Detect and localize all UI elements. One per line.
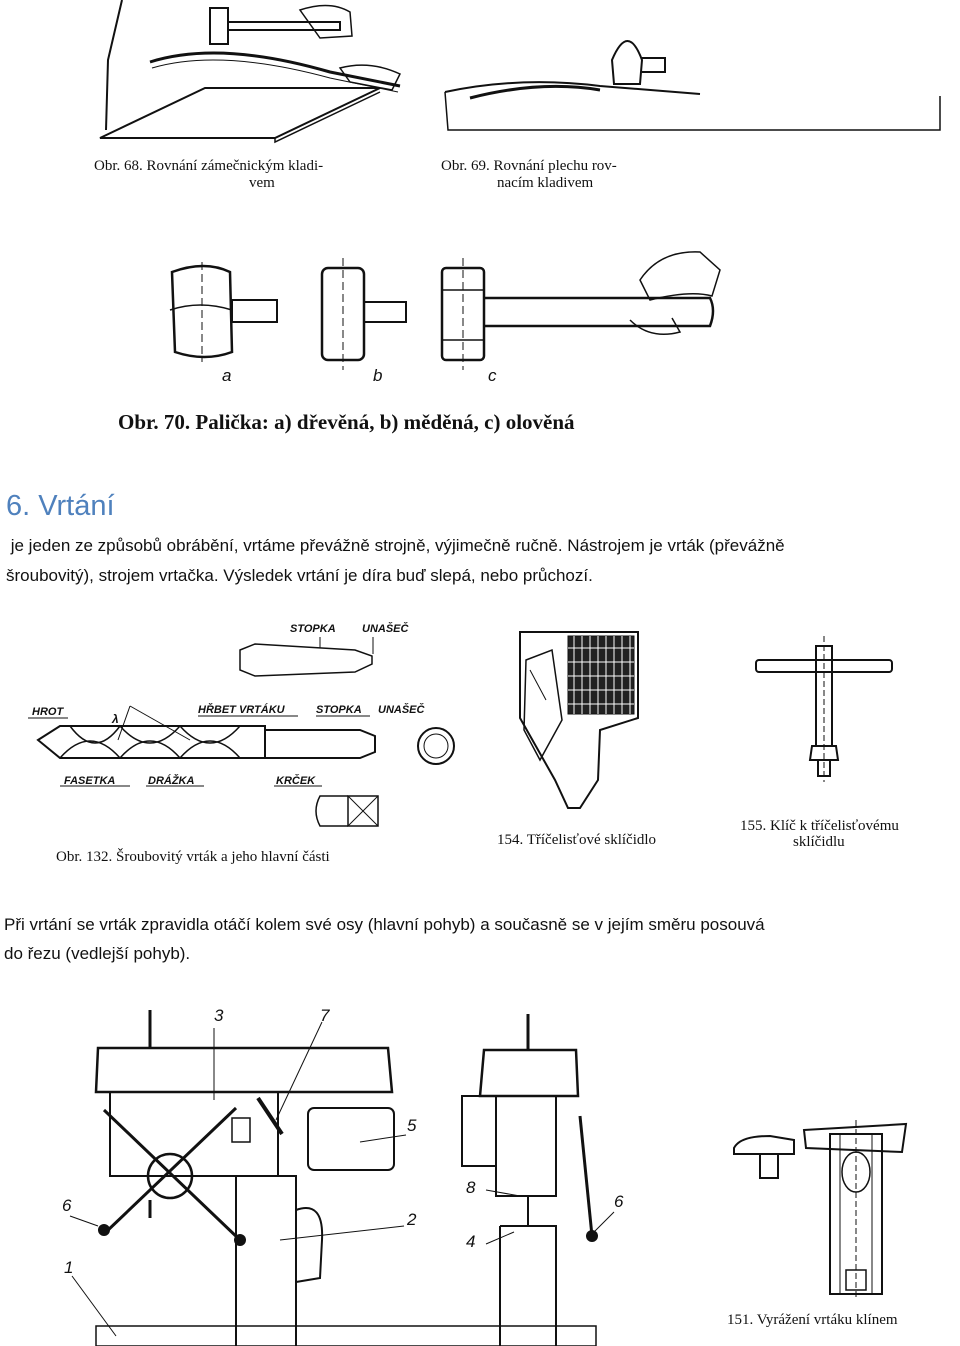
label-fasetka: FASETKA <box>64 775 116 787</box>
section-heading: 6. Vrtání <box>6 490 115 522</box>
callout-2: 2 <box>407 1210 417 1229</box>
callout-6-right: 6 <box>614 1192 624 1211</box>
caption-obr68-line2: vem <box>249 175 275 191</box>
mallet-label-a: a <box>222 366 232 385</box>
callout-4: 4 <box>466 1232 476 1251</box>
label-lambda: λ <box>112 712 119 726</box>
callout-8: 8 <box>466 1178 476 1197</box>
hammer-straightening-drawing <box>0 0 960 160</box>
label-drazka: DRÁŽKA <box>148 775 195 787</box>
mallets-drawing <box>0 0 960 380</box>
caption-obr69-line1: Obr. 69. Rovnání plechu rov- <box>441 158 617 174</box>
caption-obr69-line2: nacím kladivem <box>497 175 594 191</box>
caption-obr132: Obr. 132. Šroubovitý vrták a jeho hlavní… <box>56 849 330 865</box>
label-krcek: KRČEK <box>276 775 316 787</box>
callout-7: 7 <box>320 1006 330 1025</box>
caption-obr70: Obr. 70. Palička: a) dřevěná, b) měděná,… <box>118 410 575 434</box>
callout-3: 3 <box>214 1006 224 1025</box>
label-stopka-top: STOPKA <box>290 623 336 635</box>
paragraph-2-line-2: do řezu (vedlejší pohyb). <box>4 944 191 963</box>
label-unasec-top: UNAŠEČ <box>362 623 409 635</box>
label-stopka: STOPKA <box>316 704 362 716</box>
twist-drill-drawing <box>0 0 960 900</box>
chuck-drawing <box>0 0 960 900</box>
caption-154: 154. Tříčelisťové sklíčidlo <box>497 832 657 848</box>
label-unasec: UNAŠEČ <box>378 704 425 716</box>
caption-155-line2: sklíčidlu <box>793 834 845 850</box>
caption-155-line1: 155. Klíč k tříčelisťovému <box>740 818 899 834</box>
callout-5: 5 <box>407 1116 417 1135</box>
callout-6-left: 6 <box>62 1196 72 1215</box>
callout-1: 1 <box>64 1258 74 1277</box>
mallet-copper <box>322 258 406 370</box>
mallet-label-c: c <box>488 366 497 385</box>
mallet-lead <box>442 252 720 370</box>
paragraph-1-line-1: je jeden ze způsobů obrábění, vrtáme pře… <box>6 536 785 555</box>
label-hrbet: HŘBET VRTÁKU <box>198 704 285 716</box>
sheet-straightening-drawing <box>0 0 960 160</box>
caption-151: 151. Vyrážení vrtáku klínem <box>727 1312 898 1328</box>
label-hrot: HROT <box>32 706 64 718</box>
caption-obr68-line1: Obr. 68. Rovnání zámečnickým kladi- <box>94 158 324 174</box>
paragraph-2-line-1: Při vrtání se vrták zpravidla otáčí kole… <box>4 915 765 934</box>
chuck-key-drawing <box>0 0 960 900</box>
paragraph-1-line-2: šroubovitý), strojem vrtačka. Výsledek v… <box>6 566 593 585</box>
mallet-wooden <box>170 262 277 362</box>
mallet-label-b: b <box>373 366 383 385</box>
